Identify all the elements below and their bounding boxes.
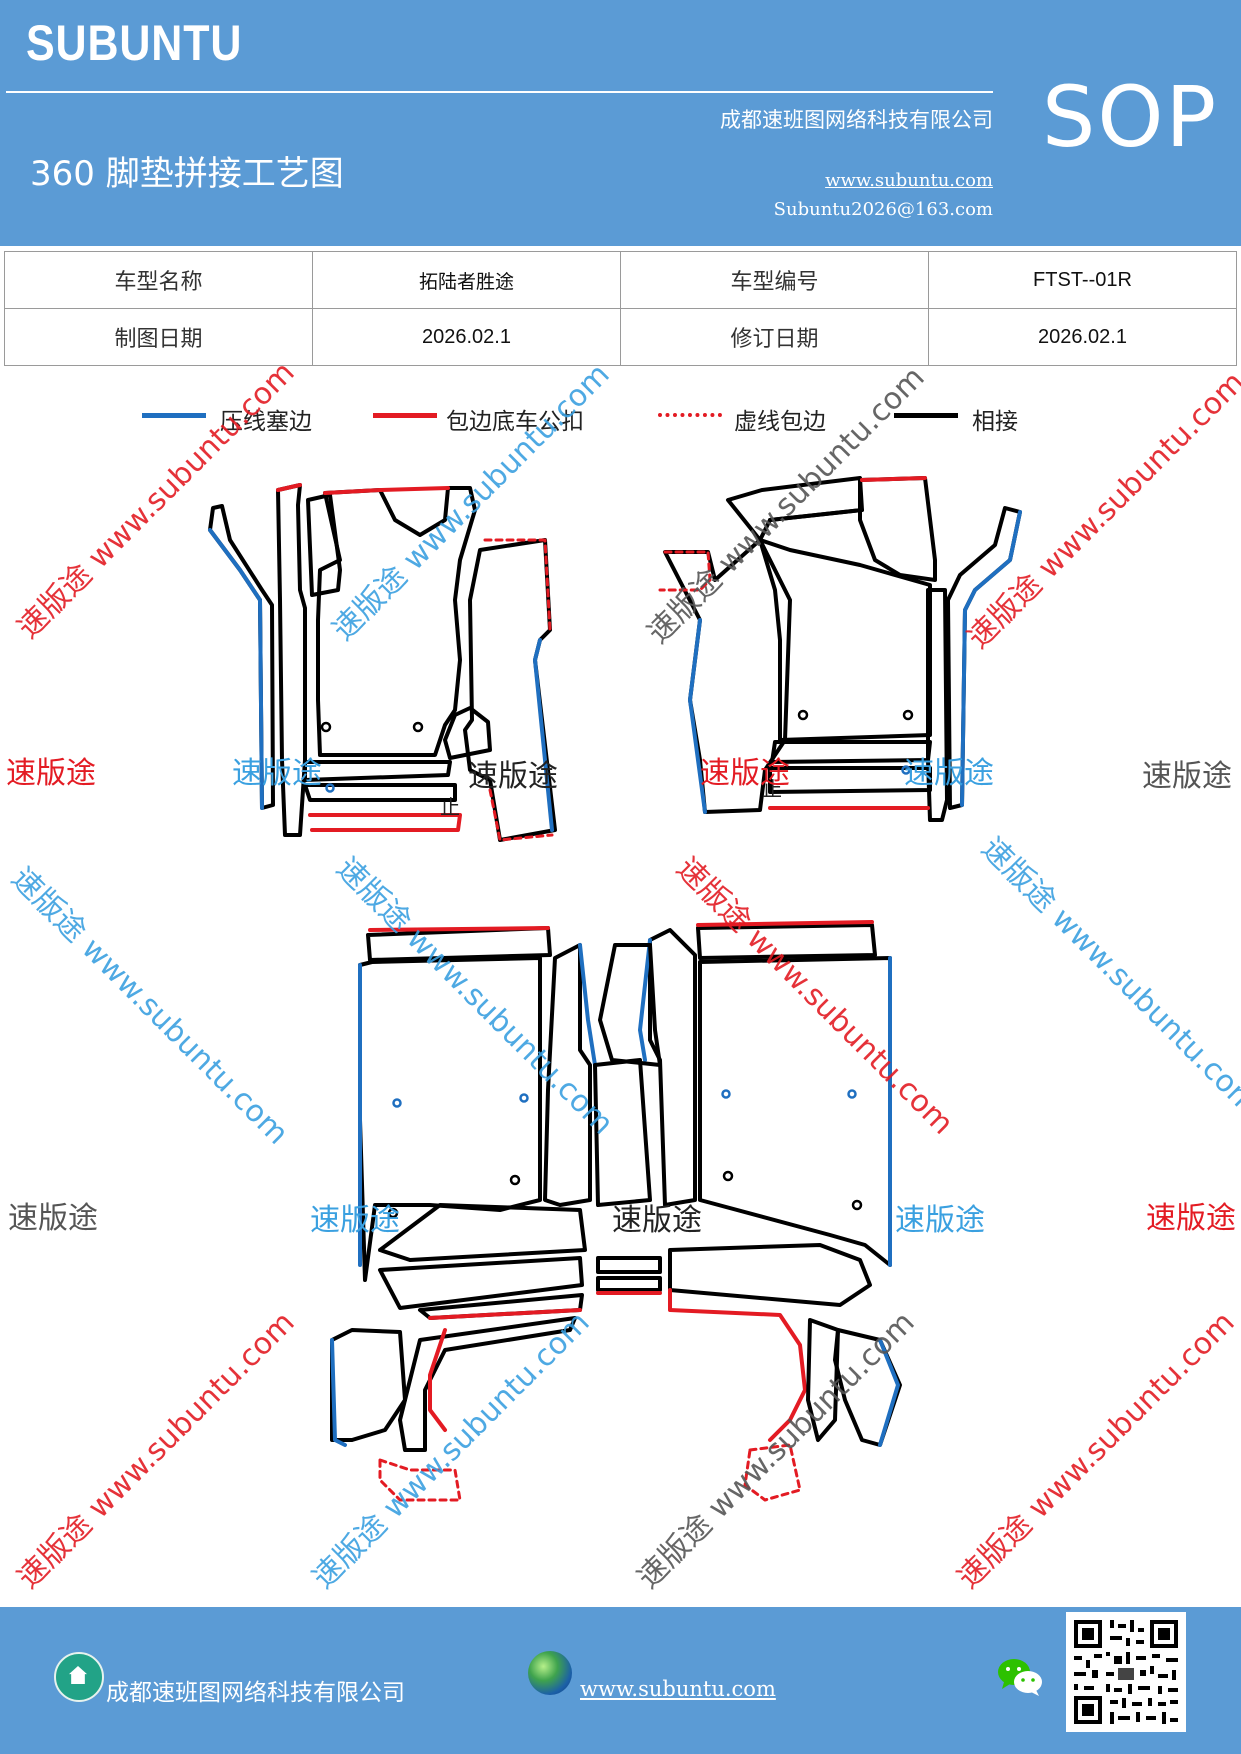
legend-label: 相接 [972,409,1018,435]
header-banner: SUBUNTU 360 脚垫拼接工艺图 成都速班图网络科技有限公司 www.su… [0,0,1241,246]
mat-piece-center-tunnel [596,1256,662,1295]
qr-code[interactable] [1066,1612,1186,1732]
stop-mark-right: 止 [762,777,782,801]
model-code-label: 车型编号 [620,251,929,309]
legend-label: 虚线包边 [734,409,826,435]
mat-piece-front-left [208,483,557,842]
email-address: Subuntu2026@163.com [773,199,993,220]
website-link[interactable]: www.subuntu.com [825,170,993,191]
mat-piece-rear-right [598,920,902,1502]
revise-date-label: 修订日期 [620,308,929,366]
company-name: 成都速班图网络科技有限公司 [720,108,993,132]
footer-website-link[interactable]: www.subuntu.com [580,1677,776,1701]
table-row: 车型名称 拓陆者胜途 车型编号 FTST--01R [4,251,1237,309]
draw-date-label: 制图日期 [4,308,313,366]
draw-date-value: 2026.02.1 [312,308,621,366]
model-name-label: 车型名称 [4,251,313,309]
wechat-icon [998,1659,1042,1696]
brand-logo: SUBUNTU [26,15,243,71]
footer-banner: 成都速班图网络科技有限公司 www.subuntu.com [0,1607,1241,1754]
revise-date-value: 2026.02.1 [928,308,1237,366]
stop-mark-left: 止 [440,795,460,819]
mat-piece-front-right [658,476,1022,822]
home-icon [54,1652,104,1702]
globe-icon [528,1651,572,1695]
legend-swatch [142,413,206,418]
mat-piece-rear-left [330,926,652,1502]
vehicle-info-table: 车型名称 拓陆者胜途 车型编号 FTST--01R 制图日期 2026.02.1… [4,251,1237,366]
document-title: 360 脚垫拼接工艺图 [30,154,344,194]
floor-mat-diagram: 止 止 [208,476,1022,1502]
legend-label: 压线塞边 [220,409,312,435]
legend-swatch [658,413,722,417]
legend-label: 包边底车公扣 [446,409,584,435]
legend-swatch [894,413,958,418]
header-divider [6,91,993,93]
model-code-value: FTST--01R [928,251,1237,309]
table-row: 制图日期 2026.02.1 修订日期 2026.02.1 [4,308,1237,366]
model-name-value: 拓陆者胜途 [312,251,621,309]
footer-company-name: 成都速班图网络科技有限公司 [106,1680,405,1706]
legend-swatch [373,413,437,418]
doc-type-label: SOP [1042,68,1219,166]
